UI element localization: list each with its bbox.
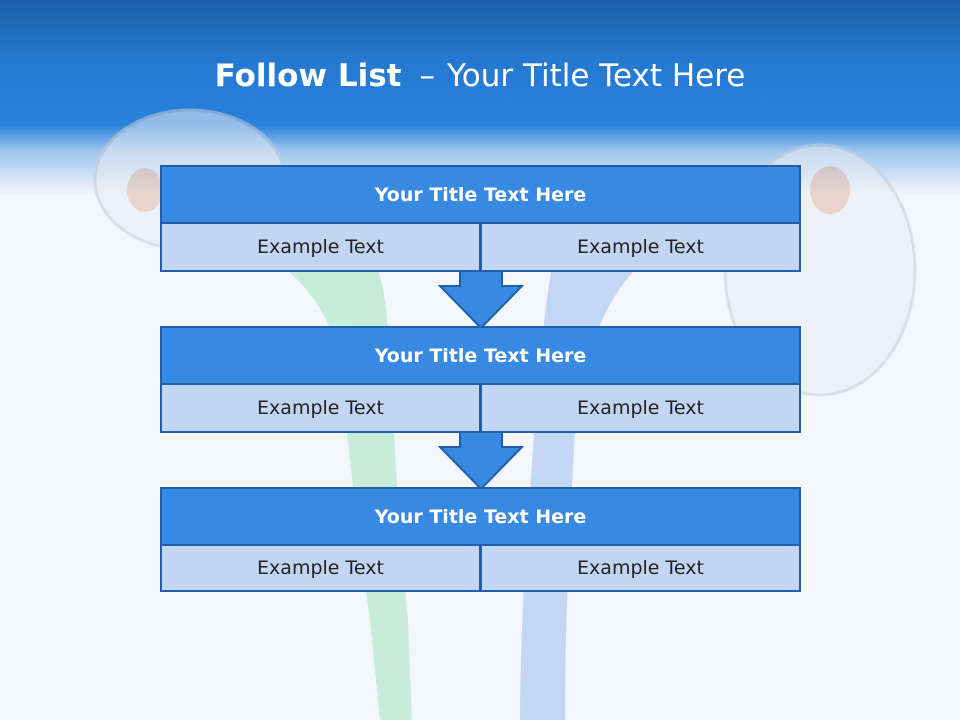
block-cell-left: Example Text: [160, 383, 481, 433]
block-cell-right: Example Text: [480, 544, 801, 592]
title-bold-part: Follow List: [214, 58, 402, 94]
block-cell-right: Example Text: [480, 383, 801, 433]
block-cell-right: Example Text: [480, 222, 801, 272]
block-title: Your Title Text Here: [160, 487, 801, 546]
list-block-2: Your Title Text Here Example Text Exampl…: [160, 326, 801, 433]
block-title: Your Title Text Here: [160, 165, 801, 224]
down-arrow-icon: [438, 270, 524, 330]
list-block-3: Your Title Text Here Example Text Exampl…: [160, 487, 801, 592]
block-cell-left: Example Text: [160, 544, 481, 592]
blue-paint-stream: [520, 250, 650, 720]
list-block-1: Your Title Text Here Example Text Exampl…: [160, 165, 801, 272]
title-rest-part: Your Title Text Here: [446, 58, 746, 94]
block-title: Your Title Text Here: [160, 326, 801, 385]
down-arrow-icon: [438, 431, 524, 491]
title-dash: –: [419, 58, 435, 94]
block-cell-left: Example Text: [160, 222, 481, 272]
page-title: Follow List – Your Title Text Here: [0, 52, 960, 100]
